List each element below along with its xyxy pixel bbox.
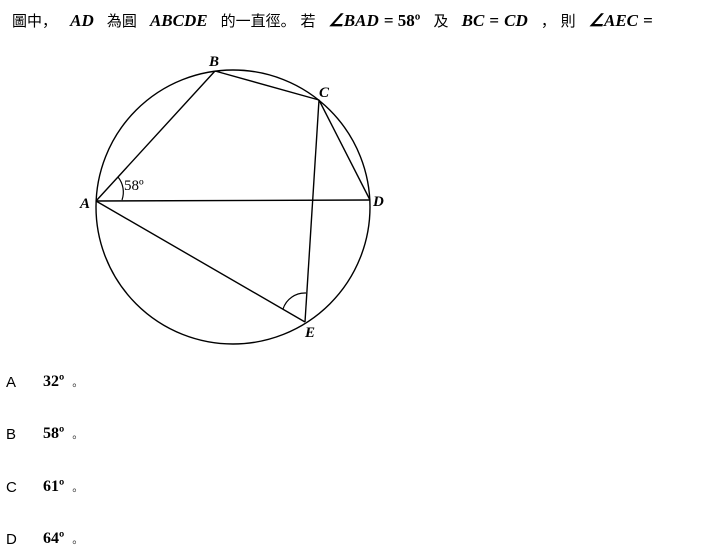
option-a-letter: A [6,373,17,391]
option-c-letter: C [6,478,17,496]
q-part1: 圖中， [12,12,58,30]
option-b-value: 58º [43,425,65,442]
option-a-mark: 。 [72,376,84,389]
question-text: 圖中， AD 為圓 ABCDE 的一直徑。 若 ∠BAD = 58º 及 BC … [12,10,653,31]
q-eq2: = [489,11,500,30]
segment-bc [214,70,320,101]
option-d-value: 64º [43,530,65,547]
segment-ce [304,99,320,323]
q-angle-aec: ∠AEC [588,11,639,30]
option-a[interactable]: A 32º 。 [6,371,83,393]
q-ad: AD [70,11,94,30]
q-angle-bad: ∠BAD [328,11,379,30]
label-d: D [372,194,384,210]
segment-ab [95,70,216,202]
segment-ae [95,200,306,323]
label-a: A [79,196,90,212]
label-b: B [208,54,219,70]
angle-arc-bad [117,176,124,201]
q-cd: CD [504,11,528,30]
option-b[interactable]: B 58º 。 [6,423,83,445]
q-circle-name: ABCDE [149,11,208,30]
circle [95,69,371,345]
option-c-mark: 。 [72,481,84,494]
q-eq3: = [643,11,653,30]
q-part5: ， 則 [540,12,576,30]
angle-label-58: 58º [124,178,144,194]
label-e: E [304,325,315,341]
option-c[interactable]: C 61º 。 [6,476,83,498]
q-eq1: = 58º [383,11,421,30]
q-part2: 為圓 [106,12,137,30]
option-b-letter: B [6,425,17,443]
segment-cd [318,99,371,201]
q-part3: 的一直徑。 若 [220,12,316,30]
option-c-value: 61º [43,478,65,495]
option-b-mark: 。 [72,428,84,441]
angle-arc-aec [282,292,307,310]
option-d-letter: D [6,530,17,548]
q-part4: 及 [433,12,449,30]
option-d[interactable]: D 64º 。 [6,528,83,550]
diameter-ad [95,199,371,202]
geometry-figure: A B C D E 58º [79,54,384,345]
option-a-value: 32º [43,373,65,390]
q-bc: BC [461,11,485,30]
label-c: C [319,85,330,101]
option-d-mark: 。 [72,533,84,546]
